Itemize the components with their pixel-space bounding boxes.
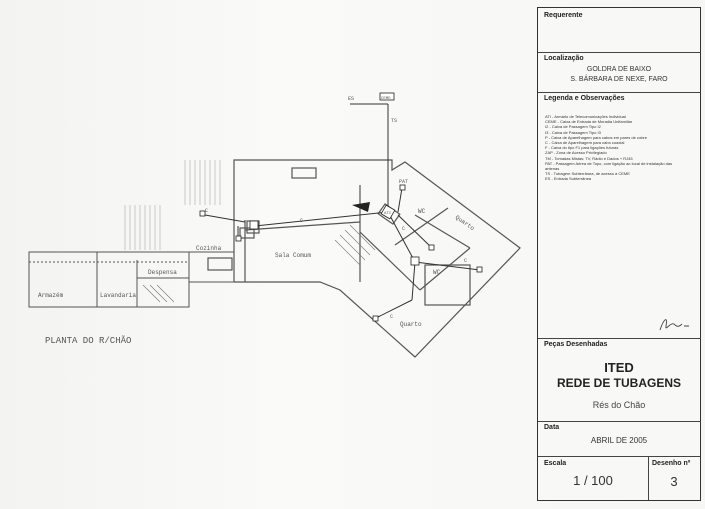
escala-label: Escala bbox=[544, 460, 567, 467]
room-label-despensa: Despensa bbox=[148, 269, 177, 276]
label-c-3: C bbox=[464, 258, 467, 264]
localizacao-line-2: S. BÁRBARA DE NEXE, FARO bbox=[570, 76, 668, 83]
legend-list: ATI - Armário de Telecomunicações Indivi… bbox=[545, 114, 695, 182]
legend-item: CEME - Caixa de Entrada de Moradia Unifa… bbox=[545, 119, 633, 125]
label-c-4: C bbox=[402, 226, 405, 232]
legenda-label: Legenda e Observações bbox=[544, 95, 625, 102]
room-label-sala-comum: Sala Comum bbox=[275, 252, 311, 259]
junction-boxes bbox=[199, 92, 483, 322]
label-ceme: CEME bbox=[381, 97, 391, 101]
legend-item: TM - Tomadas Mistas: TV, Rádio e Dados +… bbox=[545, 155, 633, 161]
room-label-quarto-1: Quarto bbox=[454, 214, 476, 232]
legend-item: ZAP - Zona de Acesso Privilegiado bbox=[545, 150, 607, 156]
label-es: ES bbox=[348, 96, 354, 102]
legenda-section bbox=[538, 92, 700, 93]
localizacao-label: Localização bbox=[544, 55, 584, 62]
stair-hatching bbox=[142, 224, 376, 303]
localizacao-section bbox=[538, 52, 700, 53]
room-label-wc-2: WC bbox=[433, 269, 441, 276]
legend-item: I2 - Caixa de Passagem Tipo I2 bbox=[545, 124, 601, 130]
data-label: Data bbox=[544, 424, 560, 431]
escala-section bbox=[538, 456, 700, 457]
title-block: Requerente Localização GOLDRA DE BAIXO S… bbox=[537, 7, 701, 501]
label-ts: TS bbox=[391, 118, 397, 124]
pecas-label: Peças Desenhadas bbox=[544, 341, 608, 348]
legend-item: PAT - Passagem Aérea de Topo, com ligaçã… bbox=[545, 160, 673, 166]
exterior-fencing bbox=[124, 160, 221, 250]
legend-item: C - Caixa de Aparelhagem para cabo coaxi… bbox=[545, 140, 625, 146]
tubing-network bbox=[204, 103, 481, 319]
room-label-lavandaria: Lavandaria bbox=[100, 292, 136, 299]
main-building-walls bbox=[207, 159, 521, 358]
room-label-armazem: Armazém bbox=[38, 292, 64, 299]
data-value: ABRIL DE 2005 bbox=[590, 436, 648, 445]
room-label-wc-1: WC bbox=[418, 208, 426, 215]
legend-item: ES - Entrada Subterrânea bbox=[545, 176, 592, 182]
desenho-label: Desenho nº bbox=[652, 460, 691, 467]
drawing-title-2: REDE DE TUBAGENS bbox=[556, 376, 681, 390]
label-c-2: C bbox=[300, 218, 303, 224]
floor-plan: Armazém Lavandaria Despensa Cozinha Sala… bbox=[28, 92, 521, 358]
data-section bbox=[538, 421, 700, 422]
label-pat: PAT bbox=[399, 179, 408, 185]
legend-item: TS - Tubagem Subterrânea, de acesso à CE… bbox=[545, 171, 630, 177]
legend-item: F - Caixa do tipo F1 para ligações futur… bbox=[545, 145, 619, 151]
legend-item: I3 - Caixa de Passagem Tipo I3 bbox=[545, 129, 601, 135]
label-ati: ATI bbox=[384, 212, 391, 216]
drawing-title-3: Rés do Chão bbox=[592, 400, 646, 410]
label-c-5: C bbox=[390, 314, 393, 320]
plan-title: PLANTA DO R/CHÃO bbox=[45, 335, 131, 346]
room-label-quarto-2: Quarto bbox=[400, 321, 422, 328]
ati-marker bbox=[352, 202, 370, 212]
requerente-label: Requerente bbox=[544, 12, 583, 19]
label-c-1: C bbox=[205, 208, 208, 214]
escala-value: 1 / 100 bbox=[573, 473, 613, 488]
room-label-cozinha: Cozinha bbox=[196, 245, 222, 252]
legend-item: antenas bbox=[545, 166, 560, 172]
drawing-title-1: ITED bbox=[604, 360, 634, 375]
localizacao-line-1: GOLDRA DE BAIXO bbox=[586, 66, 652, 73]
escala-divider bbox=[648, 456, 649, 500]
pecas-section bbox=[538, 338, 700, 339]
left-wing-walls bbox=[28, 251, 235, 308]
signature bbox=[659, 319, 689, 331]
legend-item: P - Caixa de Aparelhagem para cabos em p… bbox=[545, 134, 647, 140]
legend-item: ATI - Armário de Telecomunicações Indivi… bbox=[545, 114, 626, 119]
desenho-value: 3 bbox=[670, 474, 678, 489]
